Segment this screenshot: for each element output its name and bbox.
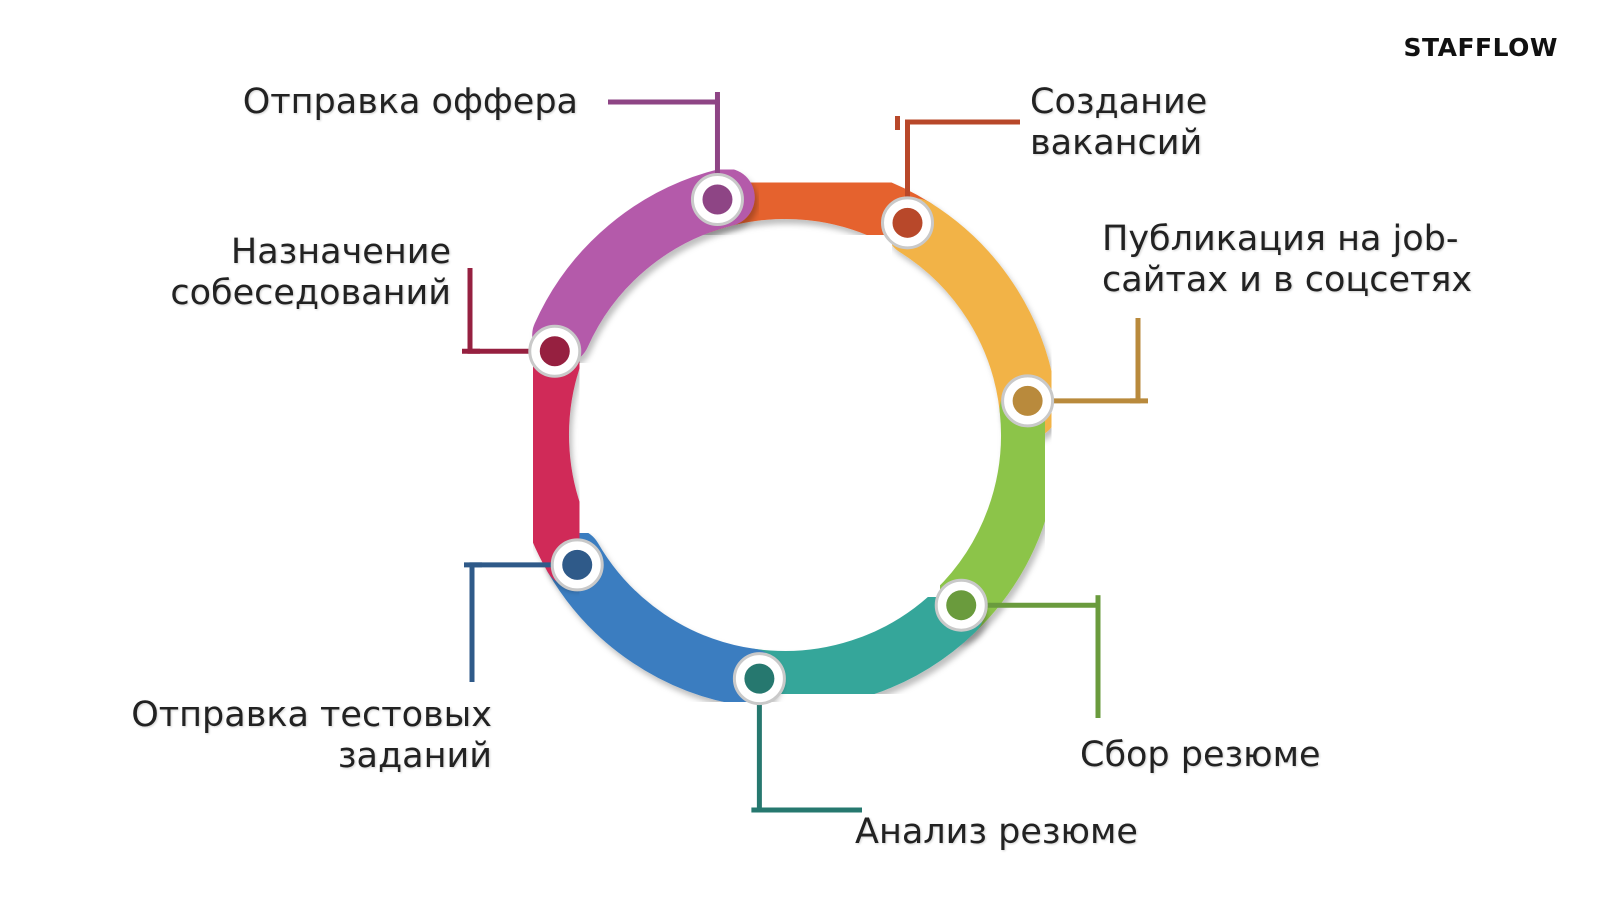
connector-lines (462, 92, 1148, 813)
step-markers (528, 172, 1055, 706)
step-marker-publish-job-sites (1001, 374, 1055, 428)
step-label-collect-resumes: Сбор резюме (1080, 735, 1321, 775)
step-label-send-test-tasks: Отправка тестовых заданий (131, 695, 492, 776)
step-marker-collect-resumes (934, 578, 988, 632)
step-label-create-vacancy: Создание вакансий (1030, 82, 1208, 163)
step-marker-create-vacancy (881, 196, 934, 250)
brand-logo: STAFFLOW (1403, 33, 1558, 62)
step-label-publish-job-sites: Публикация на job- сайтах и в соцсетях (1102, 219, 1473, 300)
step-marker-send-test-tasks (550, 538, 604, 592)
step-marker-analyze-resumes (732, 652, 786, 706)
step-marker-schedule-interviews (528, 324, 582, 378)
step-marker-send-offer (690, 172, 744, 226)
step-label-analyze-resumes: Анализ резюме (855, 812, 1138, 852)
connector-create-vacancy (905, 119, 1020, 223)
step-label-schedule-interviews: Назначение собеседований (170, 232, 451, 313)
step-label-send-offer: Отправка оффера (242, 82, 578, 122)
